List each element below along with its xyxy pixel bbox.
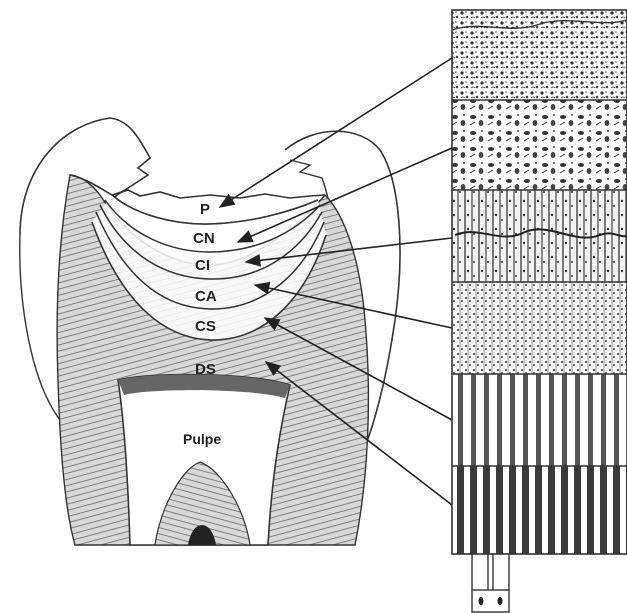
enamel-inner-left [20,235,60,420]
label-cs: CS [195,318,216,335]
layer-2-texture [452,100,627,190]
layer-6-texture [452,466,627,554]
tooth-section: P CN CI CA CS DS Pulpe [20,118,400,545]
cavity-rim [70,175,325,198]
microscopic-strip [452,10,627,612]
layer-3-texture [452,190,627,282]
odontoblast-cells [472,554,509,612]
label-ca: CA [195,288,217,305]
arrow-p [220,58,452,207]
label-p: P [200,201,210,218]
layer-4-texture [452,282,627,374]
label-cn: CN [193,230,215,247]
label-pulp: Pulpe [183,431,221,447]
label-ci: CI [195,257,210,274]
label-ds: DS [195,361,216,378]
layer-5-texture [452,374,627,466]
